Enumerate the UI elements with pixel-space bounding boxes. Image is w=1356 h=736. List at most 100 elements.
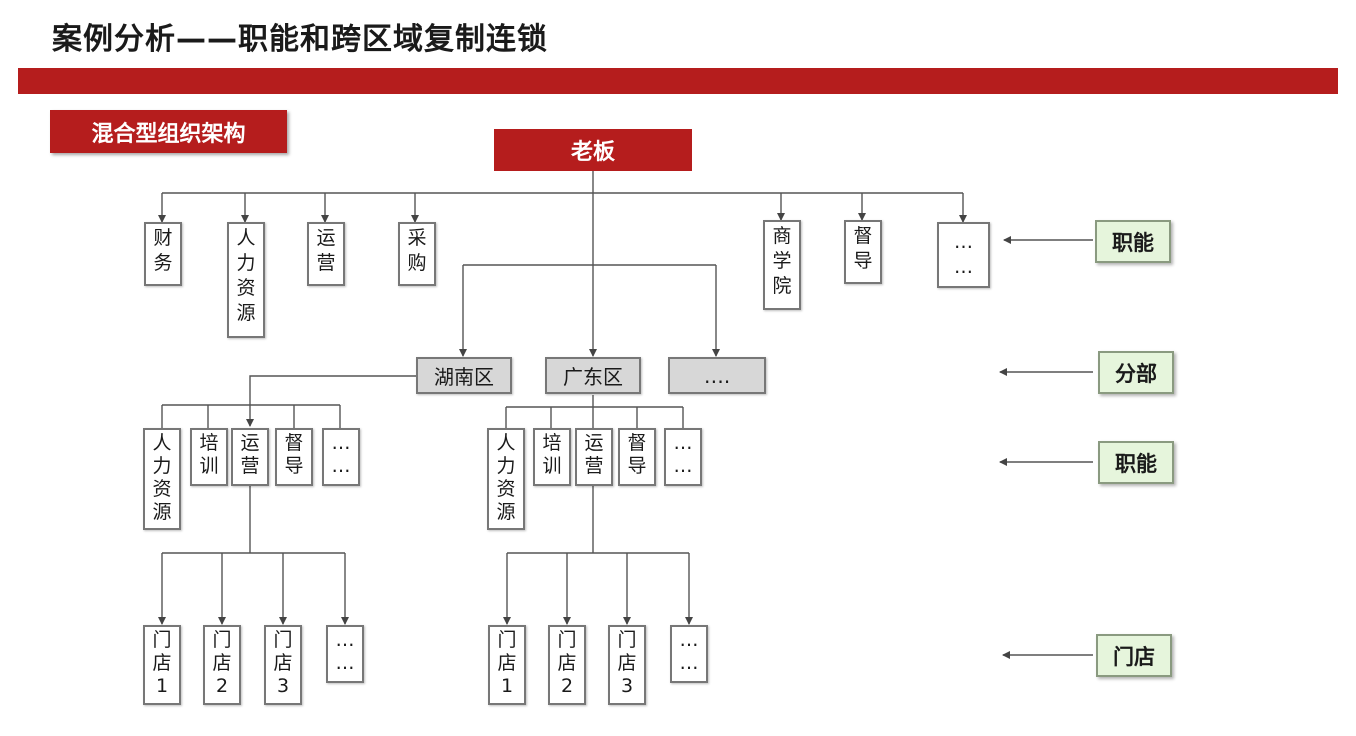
region-guangdong: 广东区 bbox=[545, 357, 641, 394]
guangdong-function-hr: 人 力 资 源 bbox=[487, 428, 525, 530]
boss-node: 老板 bbox=[494, 129, 692, 171]
text-line: … bbox=[954, 231, 973, 253]
text-line: 店 bbox=[152, 652, 172, 674]
text-line: 门 bbox=[152, 629, 172, 651]
level-label-stores: 门店 bbox=[1096, 634, 1172, 677]
hq-function-operations: 运 营 bbox=[307, 222, 345, 286]
text-line: 导 bbox=[627, 455, 647, 477]
hq-function-academy: 商 学 院 bbox=[763, 220, 801, 310]
text-line: 门 bbox=[557, 629, 577, 651]
text-line: 门 bbox=[497, 629, 517, 651]
guangdong-store-1: 门 店 1 bbox=[488, 625, 526, 705]
text-line: 力 bbox=[152, 455, 172, 477]
text-line: … bbox=[335, 652, 355, 674]
text-line: 3 bbox=[276, 675, 290, 697]
text-line: 力 bbox=[236, 252, 256, 274]
text-line: 运 bbox=[240, 432, 260, 454]
guangdong-function-operations: 运 营 bbox=[575, 428, 613, 486]
hunan-store-more: … … bbox=[326, 625, 364, 683]
hq-function-supervision: 督 导 bbox=[844, 220, 882, 284]
text-line: 店 bbox=[273, 652, 293, 674]
text-line: 督 bbox=[853, 225, 873, 247]
text-line: … bbox=[679, 652, 699, 674]
hunan-store-2: 门 店 2 bbox=[203, 625, 241, 705]
text-line: 院 bbox=[772, 275, 792, 297]
text-line: 源 bbox=[496, 501, 516, 523]
text-line: 营 bbox=[316, 252, 336, 274]
text-line: 源 bbox=[236, 302, 256, 324]
text-line: 督 bbox=[627, 432, 647, 454]
text-line: 门 bbox=[617, 629, 637, 651]
text-line: … bbox=[673, 432, 693, 454]
text-line: … bbox=[331, 455, 351, 477]
text-line: 购 bbox=[407, 252, 427, 274]
hunan-function-operations: 运 营 bbox=[231, 428, 269, 486]
hunan-function-supervision: 督 导 bbox=[275, 428, 313, 486]
text-line: 采 bbox=[407, 227, 427, 249]
text-line: 运 bbox=[584, 432, 604, 454]
hunan-function-training: 培 训 bbox=[190, 428, 228, 486]
hq-function-procurement: 采 购 bbox=[398, 222, 436, 286]
hq-function-more: … … bbox=[937, 222, 990, 288]
text-line: … bbox=[954, 256, 973, 278]
text-line: 务 bbox=[153, 252, 173, 274]
text-line: 2 bbox=[560, 675, 574, 697]
text-line: 3 bbox=[620, 675, 634, 697]
level-label-region-functions: 职能 bbox=[1098, 441, 1174, 484]
guangdong-function-more: … … bbox=[664, 428, 702, 486]
guangdong-function-supervision: 督 导 bbox=[618, 428, 656, 486]
text-line: 1 bbox=[155, 675, 169, 697]
text-line: 学 bbox=[772, 250, 792, 272]
hunan-function-more: … … bbox=[322, 428, 360, 486]
level-label-functions: 职能 bbox=[1095, 220, 1171, 263]
text-line: 力 bbox=[496, 455, 516, 477]
text-line: 训 bbox=[542, 455, 562, 477]
text-line: 店 bbox=[617, 652, 637, 674]
text-line: 1 bbox=[500, 675, 514, 697]
text-line: 运 bbox=[316, 227, 336, 249]
level-label-branches: 分部 bbox=[1098, 351, 1174, 394]
text-line: … bbox=[331, 432, 351, 454]
text-line: … bbox=[335, 629, 355, 651]
text-line: … bbox=[679, 629, 699, 651]
text-line: 店 bbox=[557, 652, 577, 674]
text-line: 导 bbox=[853, 250, 873, 272]
text-line: 督 bbox=[284, 432, 304, 454]
text-line: 营 bbox=[240, 455, 260, 477]
text-line: 店 bbox=[212, 652, 232, 674]
text-line: 导 bbox=[284, 455, 304, 477]
guangdong-store-2: 门 店 2 bbox=[548, 625, 586, 705]
region-more: …. bbox=[668, 357, 766, 394]
text-line: 门 bbox=[212, 629, 232, 651]
guangdong-store-more: … … bbox=[670, 625, 708, 683]
text-line: 商 bbox=[772, 225, 792, 247]
guangdong-function-training: 培 训 bbox=[533, 428, 571, 486]
text-line: 2 bbox=[215, 675, 229, 697]
text-line: … bbox=[673, 455, 693, 477]
text-line: 财 bbox=[153, 227, 173, 249]
text-line: 门 bbox=[273, 629, 293, 651]
region-hunan: 湖南区 bbox=[416, 357, 512, 394]
text-line: 培 bbox=[542, 432, 562, 454]
structure-type-tag: 混合型组织架构 bbox=[50, 110, 287, 153]
title-underline-bar bbox=[18, 68, 1338, 94]
text-line: 店 bbox=[497, 652, 517, 674]
text-line: 资 bbox=[236, 277, 256, 299]
page-title: 案例分析——职能和跨区域复制连锁 bbox=[52, 22, 548, 57]
text-line: 培 bbox=[199, 432, 219, 454]
text-line: 源 bbox=[152, 501, 172, 523]
text-line: 人 bbox=[496, 432, 516, 454]
text-line: 资 bbox=[496, 478, 516, 500]
hunan-function-hr: 人 力 资 源 bbox=[143, 428, 181, 530]
text-line: 营 bbox=[584, 455, 604, 477]
text-line: 人 bbox=[236, 227, 256, 249]
guangdong-store-3: 门 店 3 bbox=[608, 625, 646, 705]
hunan-store-3: 门 店 3 bbox=[264, 625, 302, 705]
text-line: 人 bbox=[152, 432, 172, 454]
text-line: 资 bbox=[152, 478, 172, 500]
hq-function-finance: 财 务 bbox=[144, 222, 182, 286]
hunan-store-1: 门 店 1 bbox=[143, 625, 181, 705]
text-line: 训 bbox=[199, 455, 219, 477]
hq-function-hr: 人 力 资 源 bbox=[227, 222, 265, 338]
